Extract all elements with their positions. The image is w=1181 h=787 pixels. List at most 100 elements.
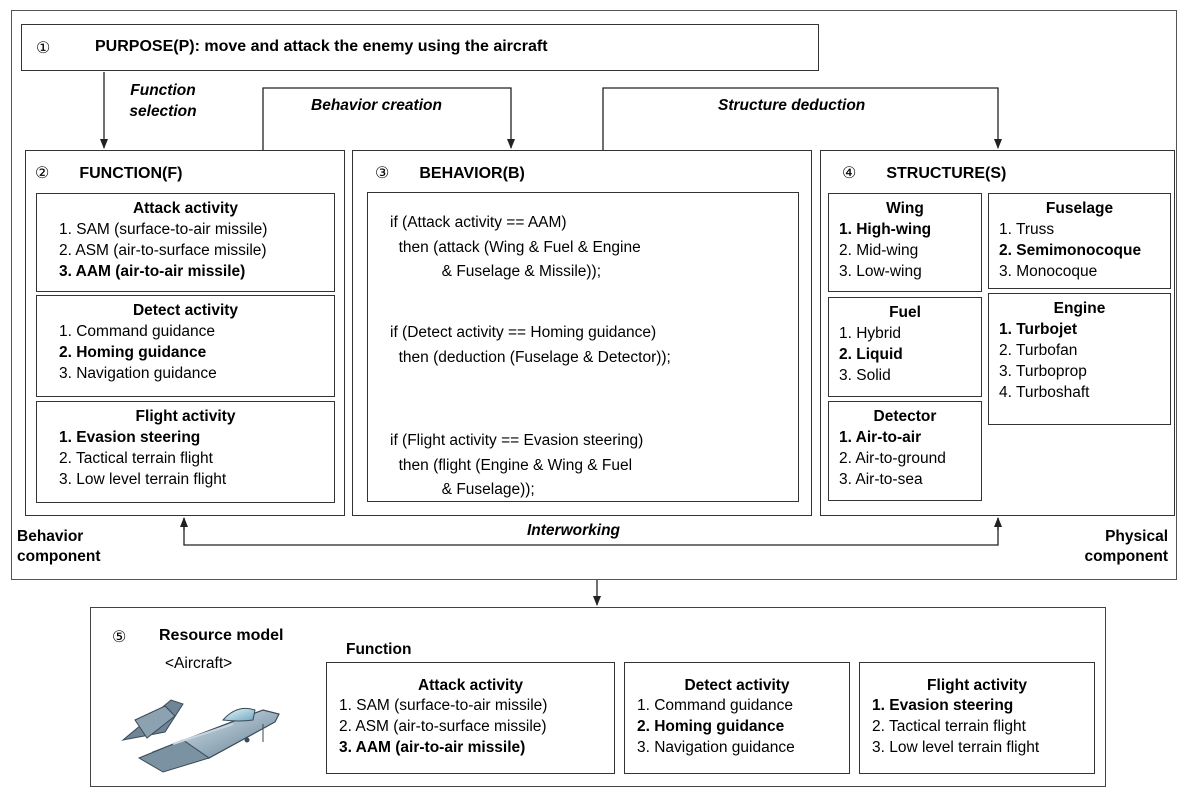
- structure-option: 2. Air-to-ground: [839, 450, 946, 467]
- function-group-items: 1. Evasion steering 2. Tactical terrain f…: [59, 427, 334, 490]
- purpose-text: PURPOSE(P): move and attack the enemy us…: [95, 38, 548, 55]
- aircraft-icon: [121, 699, 280, 773]
- structure-number: ④: [842, 165, 857, 182]
- function-option: 1. Command guidance: [59, 323, 215, 340]
- structure-wing-title: Wing: [886, 200, 924, 217]
- resource-option: 2. ASM (air-to-surface missile): [339, 718, 547, 735]
- resource-option: 1. Evasion steering: [872, 697, 1014, 714]
- structure-option: 1. High-wing: [839, 221, 932, 238]
- function-selection-line-2: selection: [129, 103, 197, 120]
- structure-wing-items: 1. High-wing 2. Mid-wing 3. Low-wing: [839, 219, 981, 282]
- function-option: 2. Homing guidance: [59, 344, 207, 361]
- function-selection-line-1: Function: [130, 82, 196, 99]
- structure-option: 2. Semimonocoque: [999, 242, 1142, 259]
- purpose-number: ①: [36, 40, 51, 57]
- behavior-rule-line: & Fuselage));: [390, 481, 535, 498]
- structure-wing-box: Wing 1. High-wing 2. Mid-wing 3. Low-wing: [828, 193, 982, 292]
- resource-group-title: Attack activity: [417, 677, 524, 694]
- function-option: 3. Navigation guidance: [59, 365, 217, 382]
- structure-option: 3. Monocoque: [999, 263, 1098, 280]
- interworking-label: Interworking: [527, 522, 621, 539]
- physical-component-line-1: Physical: [1105, 528, 1168, 545]
- structure-option: 3. Turboprop: [999, 363, 1087, 380]
- structure-deduction-label: Structure deduction: [718, 97, 866, 114]
- resource-option: 2. Homing guidance: [637, 718, 785, 735]
- behavior-rule-line: if (Flight activity == Evasion steering): [390, 432, 644, 449]
- function-group-3: Flight activity 1. Evasion steering 2. Tac…: [36, 401, 335, 503]
- resource-option: 2. Tactical terrain flight: [872, 718, 1026, 735]
- structure-fuel-items: 1. Hybrid 2. Liquid 3. Solid: [839, 323, 981, 386]
- function-selection-label: Function selection: [118, 80, 208, 122]
- function-group-1: Attack activity 1. SAM (surface-to-air mi…: [36, 193, 335, 292]
- resource-function-label: Function: [346, 641, 412, 658]
- function-group-title: Attack activity: [132, 200, 239, 217]
- function-option: 3. Low level terrain flight: [59, 471, 227, 488]
- behavior-panel: ③ BEHAVIOR(B) if (Attack activity == AAM)…: [352, 150, 812, 516]
- function-option: 3. AAM (air-to-air missile): [59, 263, 246, 280]
- physical-component-label: Physical component: [1070, 527, 1168, 567]
- resource-group-items: 1. SAM (surface-to-air missile) 2. ASM (a…: [339, 695, 614, 758]
- structure-detector-items: 1. Air-to-air 2. Air-to-ground 3. Air-to-s…: [839, 427, 981, 490]
- structure-option: 2. Turbofan: [999, 342, 1078, 359]
- structure-detector-box: Detector 1. Air-to-air 2. Air-to-ground 3. …: [828, 401, 982, 501]
- resource-option: 3. Navigation guidance: [637, 739, 795, 756]
- resource-option: 1. SAM (surface-to-air missile): [339, 697, 548, 714]
- behavior-rule-line: if (Detect activity == Homing guidance): [390, 324, 657, 341]
- structure-engine-title: Engine: [1053, 300, 1106, 317]
- behavior-creation-label: Behavior creation: [311, 97, 442, 114]
- function-option: 2. ASM (air-to-surface missile): [59, 242, 267, 259]
- structure-option: 3. Low-wing: [839, 263, 922, 280]
- behavior-component-label: Behavior component: [17, 527, 101, 567]
- resource-subtitle: <Aircraft>: [165, 655, 233, 672]
- function-group-title: Flight activity: [135, 408, 236, 425]
- function-title: FUNCTION(F): [79, 165, 183, 182]
- structure-title: STRUCTURE(S): [886, 165, 1007, 182]
- purpose-box: ① PURPOSE(P): move and attack the enemy …: [21, 24, 819, 71]
- structure-engine-box: Engine 1. Turbojet 2. Turbofan 3. Turboprop…: [988, 293, 1171, 425]
- structure-option: 3. Solid: [839, 367, 891, 384]
- structure-heading: ④ STRUCTURE(S): [842, 163, 1006, 183]
- structure-option: 2. Liquid: [839, 346, 903, 363]
- behavior-rule-1: if (Attack activity == AAM) then (attack…: [390, 211, 641, 285]
- structure-fuselage-title: Fuselage: [1045, 200, 1114, 217]
- structure-option: 1. Air-to-air: [839, 429, 922, 446]
- behavior-component-line-1: Behavior: [17, 528, 84, 545]
- function-group-items: 1. Command guidance 2. Homing guidance 3. …: [59, 321, 334, 384]
- function-option: 1. Evasion steering: [59, 429, 201, 446]
- structure-option: 2. Mid-wing: [839, 242, 919, 259]
- resource-option: 3. AAM (air-to-air missile): [339, 739, 526, 756]
- resource-group-3: Flight activity 1. Evasion steering 2. Tac…: [859, 662, 1095, 774]
- resource-group-title: Flight activity: [927, 677, 1027, 694]
- behavior-rule-line: then (deduction (Fuselage & Detector));: [390, 348, 671, 366]
- structure-option: 1. Hybrid: [839, 325, 902, 342]
- resource-group-title: Detect activity: [684, 677, 790, 694]
- structure-detector-title: Detector: [873, 408, 937, 425]
- structure-fuel-title: Fuel: [889, 304, 921, 321]
- behavior-rule-line: then (flight (Engine & Wing & Fuel: [390, 456, 633, 474]
- structure-engine-items: 1. Turbojet 2. Turbofan 3. Turboprop 4. Tur…: [999, 319, 1170, 403]
- function-option: 2. Tactical terrain flight: [59, 450, 213, 467]
- function-group-items: 1. SAM (surface-to-air missile) 2. ASM (a…: [59, 219, 334, 282]
- structure-fuselage-items: 1. Truss 2. Semimonocoque 3. Monocoque: [999, 219, 1170, 282]
- physical-component-line-2: component: [1084, 548, 1168, 565]
- resource-number: ⑤: [112, 629, 127, 646]
- resource-group-items: 1. Evasion steering 2. Tactical terrain f…: [872, 695, 1094, 758]
- function-group-title: Detect activity: [132, 302, 239, 319]
- structure-fuselage-box: Fuselage 1. Truss 2. Semimonocoque 3. Monoc…: [988, 193, 1171, 289]
- behavior-heading: ③ BEHAVIOR(B): [375, 163, 525, 183]
- structure-option: 1. Turbojet: [999, 321, 1078, 338]
- structure-option: 3. Air-to-sea: [839, 471, 923, 488]
- behavior-title: BEHAVIOR(B): [419, 165, 525, 182]
- resource-option: 3. Low level terrain flight: [872, 739, 1040, 756]
- structure-option: 1. Truss: [999, 221, 1055, 238]
- behavior-number: ③: [375, 165, 390, 182]
- function-group-2: Detect activity 1. Command guidance 2. Hom…: [36, 295, 335, 397]
- function-option: 1. SAM (surface-to-air missile): [59, 221, 268, 238]
- behavior-rule-2: if (Detect activity == Homing guidance) …: [390, 321, 671, 370]
- structure-option: 4. Turboshaft: [999, 384, 1090, 401]
- behavior-rule-3: if (Flight activity == Evasion steering)…: [390, 429, 643, 503]
